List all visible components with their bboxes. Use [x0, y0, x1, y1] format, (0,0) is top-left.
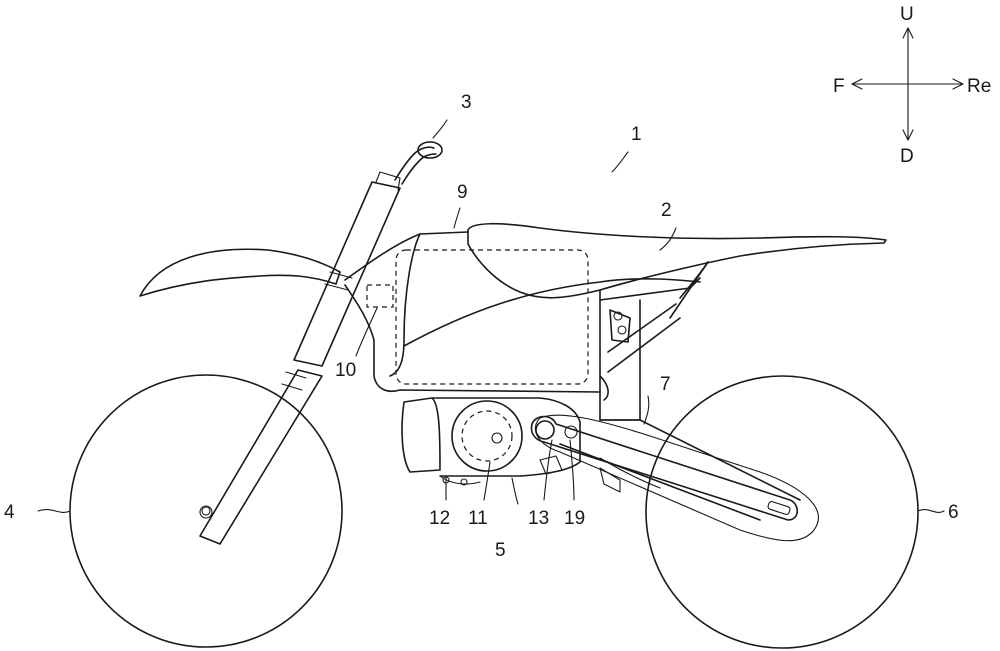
direction-compass: U D F Re [833, 4, 991, 167]
label-13: 13 [528, 508, 549, 529]
handlebar [394, 141, 443, 185]
rear-wheel [645, 375, 919, 649]
swing-arm [530, 415, 801, 521]
label-11: 11 [468, 508, 488, 529]
compass-front-label: F [833, 76, 845, 97]
front-wheel [69, 374, 343, 648]
label-1: 1 [631, 124, 642, 145]
chain [534, 414, 819, 542]
label-4: 4 [4, 502, 15, 523]
seat [467, 222, 887, 299]
label-10: 10 [335, 360, 356, 381]
label-3: 3 [461, 92, 472, 113]
label-9: 9 [457, 182, 468, 203]
frame [344, 231, 709, 421]
label-6: 6 [948, 502, 959, 523]
battery-outline [395, 249, 589, 385]
label-7: 7 [660, 374, 671, 395]
compass-up-label: U [900, 4, 914, 25]
control-unit-outline [366, 284, 394, 308]
label-12: 12 [429, 508, 450, 529]
label-5: 5 [495, 540, 506, 561]
label-19: 19 [564, 508, 585, 529]
compass-down-label: D [900, 146, 914, 167]
label-2: 2 [661, 200, 672, 221]
motor-unit [401, 397, 581, 486]
leader-lines [37, 119, 945, 513]
front-fender [139, 248, 341, 297]
compass-rear-label: Re [967, 76, 991, 97]
front-fork [199, 171, 401, 545]
